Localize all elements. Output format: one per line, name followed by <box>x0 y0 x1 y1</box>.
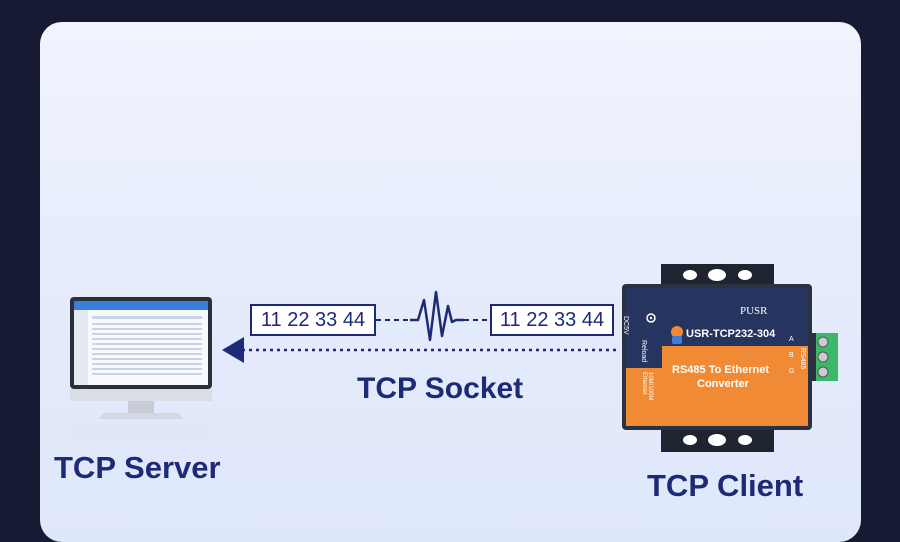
arrow-left-icon <box>222 337 618 363</box>
data-box-right: 11 22 33 44 <box>490 304 614 336</box>
device-brand: PUSR <box>740 305 768 317</box>
signal-wave-icon <box>376 290 488 342</box>
monitor-icon <box>70 297 212 444</box>
device-title-line1: RS485 To Ethernet <box>672 364 769 376</box>
tcp-socket-label: TCP Socket <box>357 372 524 405</box>
port-reload-label: Reload <box>640 340 647 363</box>
port-dc-label: DC5V <box>622 316 629 335</box>
device-model: USR-TCP232-304 <box>686 328 776 340</box>
port-ethernet-label: 10M/100M Ethernet <box>641 372 653 401</box>
pin-b-label: B <box>789 352 794 359</box>
data-box-left: 11 22 33 44 <box>250 304 376 336</box>
tcp-server-label: TCP Server <box>54 450 221 485</box>
tcp-client-label: TCP Client <box>647 468 804 503</box>
pin-g-label: G <box>789 368 795 375</box>
port-rs485-label: RS485 <box>799 348 806 370</box>
device-title-line2: Converter <box>697 378 749 390</box>
serial-server-device-icon <box>622 264 838 452</box>
pin-a-label: A <box>789 336 794 343</box>
